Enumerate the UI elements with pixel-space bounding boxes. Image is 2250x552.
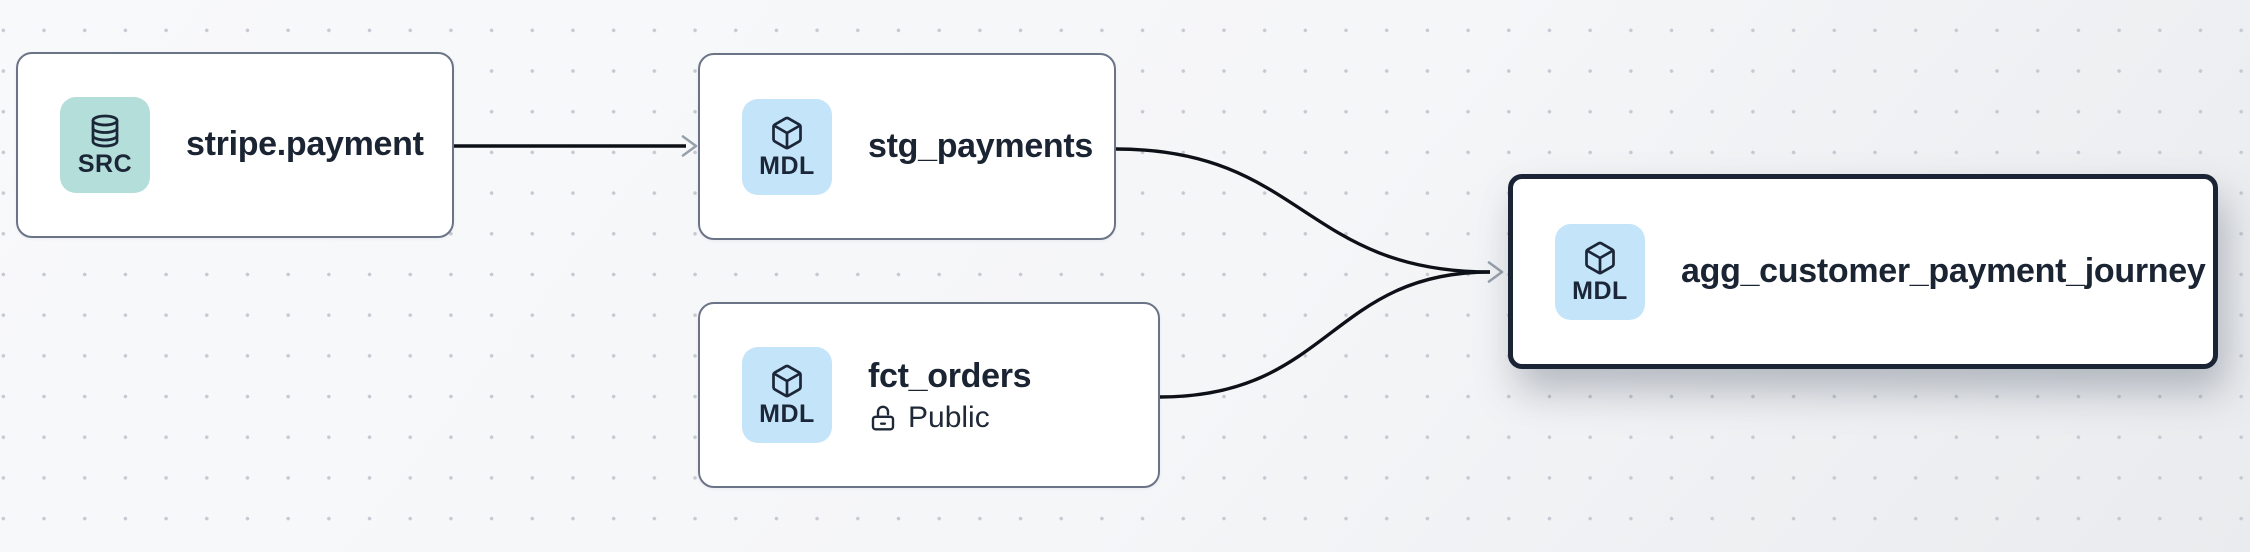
arrowhead-icon: [681, 135, 698, 157]
node-title: stg_payments: [868, 126, 1094, 165]
node-title: fct_orders: [868, 357, 1032, 396]
node-type-badge-src: SRC: [60, 97, 150, 193]
access-level: Public: [868, 400, 1031, 434]
access-label: Public: [908, 400, 990, 434]
cube-icon: [772, 116, 802, 149]
node-type-badge-mdl: MDL: [742, 98, 832, 195]
database-icon: [91, 114, 119, 148]
node-title: agg_customer_payment_journey: [1681, 251, 2206, 290]
node-type-badge-mdl: MDL: [742, 347, 832, 443]
arrowhead-icon: [1487, 261, 1504, 283]
node-fct-orders[interactable]: MDL fct_orders Public: [698, 302, 1160, 488]
badge-label: MDL: [1572, 276, 1628, 305]
edge-stg-payments-to-agg-customer-payment-journey[interactable]: [1115, 147, 1491, 274]
lock-open-icon: [871, 405, 895, 430]
node-stripe-payment[interactable]: SRC stripe.payment: [16, 52, 454, 238]
node-stg-payments[interactable]: MDL stg_payments: [698, 53, 1116, 240]
badge-label: MDL: [759, 400, 815, 428]
node-agg-customer-payment-journey[interactable]: MDL agg_customer_payment_journey: [1508, 174, 2218, 369]
node-type-badge-mdl: MDL: [1555, 223, 1645, 320]
cube-icon: [1585, 241, 1615, 274]
cube-icon: [772, 364, 802, 398]
edge-fct-orders-to-agg-customer-payment-journey[interactable]: [1159, 270, 1491, 399]
badge-label: SRC: [77, 150, 133, 178]
node-title: stripe.payment: [186, 125, 424, 164]
badge-label: MDL: [759, 151, 815, 180]
